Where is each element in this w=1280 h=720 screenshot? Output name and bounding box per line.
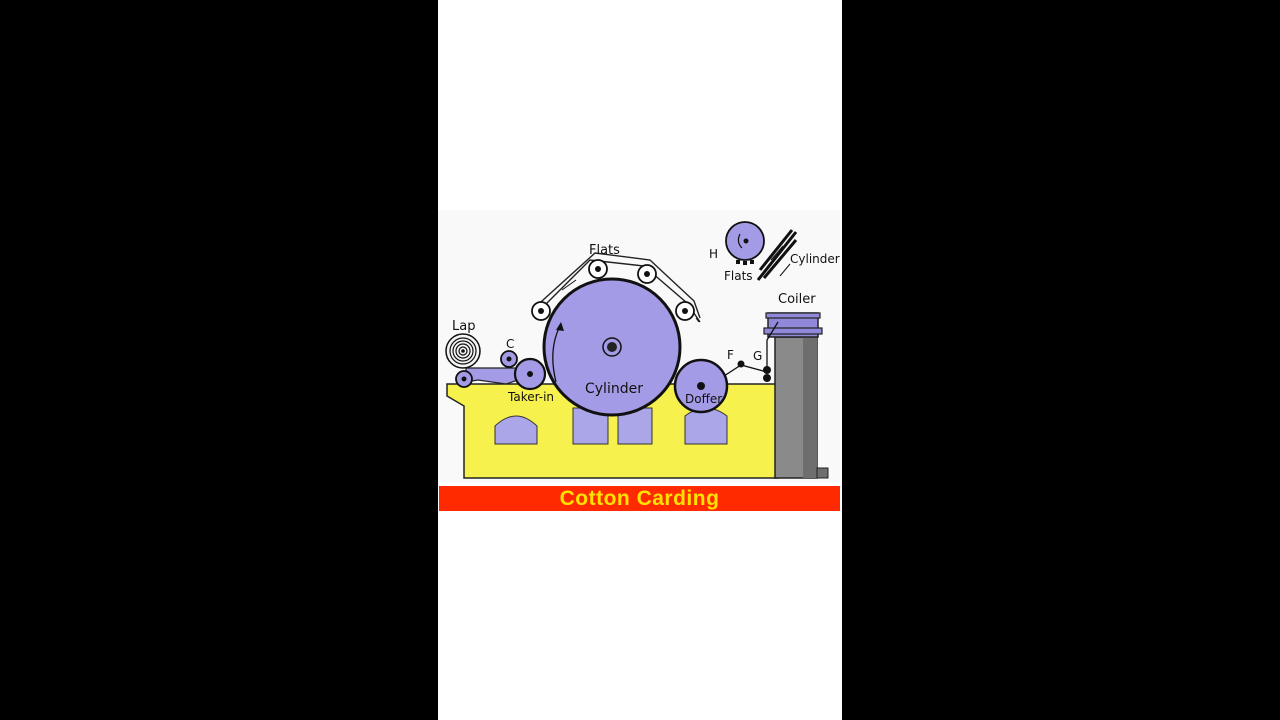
label-doffer: Doffer (685, 392, 722, 406)
right-letterbox (842, 0, 1280, 720)
label-f: F (727, 348, 734, 362)
feed-plate (465, 367, 519, 385)
flats-belt-outer (531, 252, 701, 319)
inset-direction-arrow (779, 263, 791, 277)
inset-cylinder-wires (756, 229, 798, 281)
label-lap: Lap (452, 319, 475, 334)
flat-roller-center (595, 266, 601, 272)
flat-roller-center (682, 308, 688, 314)
label-inset-cylinder: Cylinder (790, 252, 840, 266)
coiler-top-plate (765, 312, 821, 319)
cotton-carding-diagram: Flats Lap C Taker-in Cylinder Doffer F G… (445, 221, 840, 479)
lap-roller-center (461, 376, 467, 382)
label-inset-flats: Flats (724, 269, 753, 283)
inset-flat-teeth (743, 261, 747, 265)
inset-direction-arrow (770, 245, 784, 261)
inset-flat-teeth (750, 260, 754, 264)
point-g-roller (763, 366, 771, 374)
inset-rotation-arrow (737, 233, 743, 249)
flats-direction-arrow (695, 317, 700, 323)
label-taker-in: Taker-in (507, 390, 554, 404)
title-banner: Cotton Carding (439, 486, 840, 511)
lap-roll (445, 333, 481, 369)
point-g-roller (763, 374, 771, 382)
feed-roller-c-center (506, 356, 512, 362)
coiler-column-side (803, 337, 817, 478)
coiler-head-plate (763, 327, 823, 335)
cylinder-hub (607, 342, 617, 352)
label-cylinder: Cylinder (585, 381, 643, 397)
left-letterbox (0, 0, 438, 720)
taker-in-center (527, 371, 533, 377)
point-f (737, 360, 745, 368)
frame-opening (684, 407, 728, 445)
arrowhead (556, 322, 564, 331)
flats-direction-arrow (561, 279, 577, 291)
banner-title: Cotton Carding (559, 486, 720, 510)
flat-roller-center (644, 271, 650, 277)
inset-center (743, 238, 749, 244)
label-coiler: Coiler (778, 292, 816, 307)
inset-flat-teeth (736, 260, 740, 264)
doffer-center (697, 382, 705, 390)
label-c: C (506, 337, 514, 351)
label-inset-h: H (709, 247, 718, 261)
label-flats: Flats (589, 243, 620, 258)
coiler-base (816, 467, 829, 479)
frame-opening (494, 415, 538, 445)
flat-roller-center (538, 308, 544, 314)
label-g: G (753, 349, 762, 363)
